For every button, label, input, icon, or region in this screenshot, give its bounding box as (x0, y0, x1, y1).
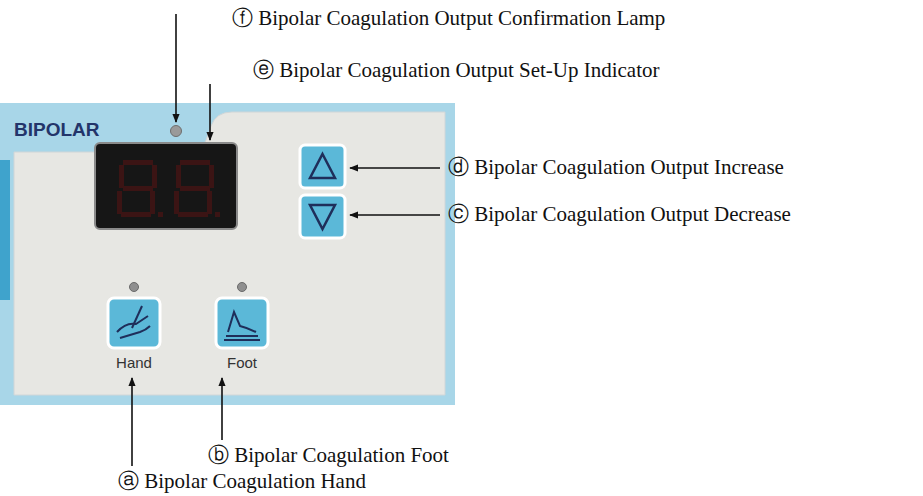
decrease-button (300, 195, 345, 238)
leader-arrow (221, 378, 223, 440)
leader-arrow (350, 167, 440, 169)
callout-label: ⓐ Bipolar Coagulation Hand (118, 469, 366, 494)
down-triangle (310, 205, 335, 229)
display-segments (117, 160, 220, 217)
callout-label: ⓒ Bipolar Coagulation Output Decrease (448, 202, 791, 227)
panel-face (14, 112, 445, 395)
increase-button (300, 145, 345, 188)
hand-icon (117, 306, 150, 338)
up-triangle (310, 154, 335, 178)
leader-arrow (350, 214, 440, 216)
confirmation-lamp (171, 126, 182, 137)
foot-led (238, 283, 247, 292)
callout-label: ⓕ Bipolar Coagulation Output Confirmatio… (232, 6, 665, 31)
callout-label: ⓑ Bipolar Coagulation Foot (208, 443, 449, 468)
foot-button (216, 298, 268, 348)
leader-arrow (175, 14, 177, 122)
hand-led (130, 283, 139, 292)
leader-arrow (131, 378, 133, 466)
panel-frame (0, 103, 455, 405)
leader-arrow (209, 84, 211, 140)
hand-button (108, 298, 160, 348)
button-label: Hand (94, 354, 174, 372)
seven-segment-display (95, 143, 237, 229)
side-strip (0, 160, 10, 300)
callout-label: ⓔ Bipolar Coagulation Output Set-Up Indi… (253, 58, 660, 83)
foot-icon (224, 312, 260, 340)
button-label: Foot (202, 354, 282, 372)
panel-title: BIPOLAR (14, 119, 100, 142)
callout-label: ⓓ Bipolar Coagulation Output Increase (448, 155, 784, 180)
